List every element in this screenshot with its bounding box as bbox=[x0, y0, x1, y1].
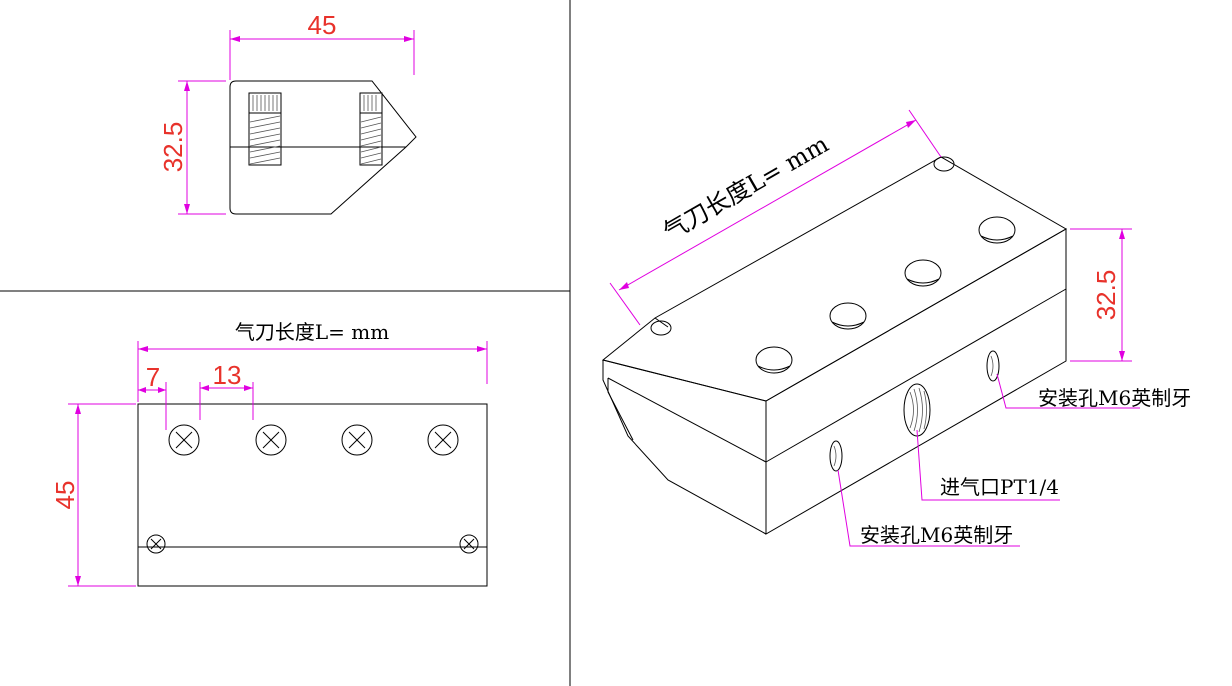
front-view-spacing-dimension: 13 bbox=[199, 360, 254, 420]
callout-mount-hole-left: 安装孔M6英制牙 bbox=[837, 469, 1020, 547]
iso-view-height-dimension: 32.5 bbox=[1070, 228, 1132, 362]
iso-view-mount-hole-left bbox=[829, 440, 843, 472]
front-view-small-hole-right bbox=[459, 534, 479, 554]
side-view-height-value: 32.5 bbox=[158, 122, 188, 173]
front-view-hole-1 bbox=[168, 424, 200, 456]
callout-mount-hole-right: 安装孔M6英制牙 bbox=[996, 373, 1191, 410]
iso-view-length-dimension: 气刀长度L= mm bbox=[609, 109, 942, 326]
side-view-height-dimension: 32.5 bbox=[158, 80, 226, 215]
front-view: 气刀长度L= mm 7 13 bbox=[50, 320, 488, 587]
iso-view: 气刀长度L= mm 32.5 安装孔M6英制牙 进气口PT1/4 安装孔M6英制… bbox=[601, 109, 1191, 547]
side-view-width-dimension: 45 bbox=[229, 10, 415, 80]
side-view: 45 32.5 bbox=[158, 10, 417, 215]
iso-view-mount-hole-right bbox=[986, 350, 1000, 382]
front-view-offset-value: 7 bbox=[146, 362, 160, 392]
front-view-hole-4 bbox=[427, 424, 459, 456]
callout-air-inlet-text: 进气口PT1/4 bbox=[940, 475, 1059, 499]
iso-view-top-holes bbox=[650, 156, 1016, 374]
iso-view-body bbox=[601, 156, 1068, 535]
front-view-height-value: 45 bbox=[50, 481, 80, 510]
callout-mount-hole-right-text: 安装孔M6英制牙 bbox=[1038, 386, 1191, 410]
callout-mount-hole-left-text: 安装孔M6英制牙 bbox=[860, 523, 1013, 547]
side-view-outline bbox=[229, 80, 417, 215]
front-view-hole-2 bbox=[255, 424, 287, 456]
side-view-screw-left bbox=[248, 92, 282, 166]
front-view-length-dimension bbox=[137, 341, 488, 402]
front-view-offset-dimension: 7 bbox=[138, 362, 167, 430]
front-view-length-label: 气刀长度L= mm bbox=[235, 320, 389, 344]
iso-view-height-value: 32.5 bbox=[1091, 270, 1121, 321]
front-view-spacing-value: 13 bbox=[213, 360, 242, 390]
front-view-small-hole-left bbox=[146, 534, 166, 554]
iso-view-air-inlet-hole bbox=[903, 383, 931, 437]
front-view-hole-3 bbox=[341, 424, 373, 456]
iso-view-length-label: 气刀长度L= mm bbox=[659, 130, 834, 246]
view-borders bbox=[0, 0, 571, 686]
front-view-outline bbox=[137, 403, 488, 587]
side-view-width-value: 45 bbox=[308, 10, 337, 40]
front-view-height-dimension: 45 bbox=[50, 403, 136, 587]
side-view-screw-right bbox=[359, 92, 383, 166]
callout-air-inlet: 进气口PT1/4 bbox=[916, 429, 1060, 501]
